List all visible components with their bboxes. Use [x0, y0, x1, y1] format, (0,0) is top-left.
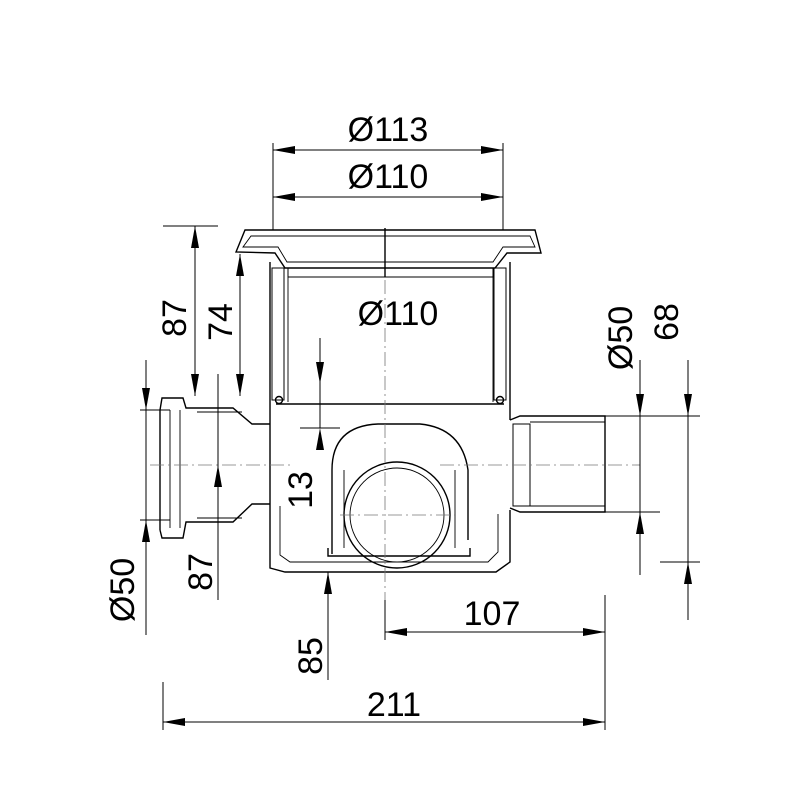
right-outlet — [509, 415, 606, 513]
dim-height-74: 74 — [202, 303, 240, 341]
seal-ring-right — [495, 395, 505, 405]
left-socket — [159, 397, 270, 425]
trap-hood — [331, 423, 469, 554]
dim-width-107: 107 — [464, 595, 521, 633]
dim-height-13: 13 — [282, 471, 320, 509]
dim-height-85: 85 — [292, 637, 330, 675]
flange-inner-line — [242, 235, 536, 263]
grate-bar — [287, 267, 494, 278]
seal-ring-left — [274, 395, 284, 405]
thread-right — [493, 267, 507, 401]
lower-chamber-inner — [279, 506, 499, 563]
dim-outlet-left-diameter: Ø50 — [104, 558, 142, 622]
dim-right-outlet-diameter: Ø50 — [602, 306, 640, 370]
trap-cup — [327, 548, 471, 557]
dim-top-outer-diameter: Ø113 — [348, 111, 429, 149]
lower-chamber — [269, 420, 511, 573]
dim-body-diameter: Ø110 — [358, 295, 439, 333]
dim-height-68: 68 — [648, 303, 686, 341]
dimension-lines — [140, 143, 700, 730]
dim-height-87-upper: 87 — [156, 299, 194, 337]
thread-left — [271, 267, 285, 401]
left-socket-bottom — [159, 503, 270, 539]
drain-body — [159, 228, 606, 573]
dimension-labels: Ø113 Ø110 Ø110 87 74 87 Ø50 13 85 Ø50 68… — [104, 111, 686, 724]
dim-height-87-lower: 87 — [182, 553, 220, 591]
dim-width-211: 211 — [367, 686, 421, 724]
dim-top-inner-diameter: Ø110 — [348, 158, 429, 196]
center-lines — [150, 280, 640, 640]
top-flange — [234, 229, 542, 269]
